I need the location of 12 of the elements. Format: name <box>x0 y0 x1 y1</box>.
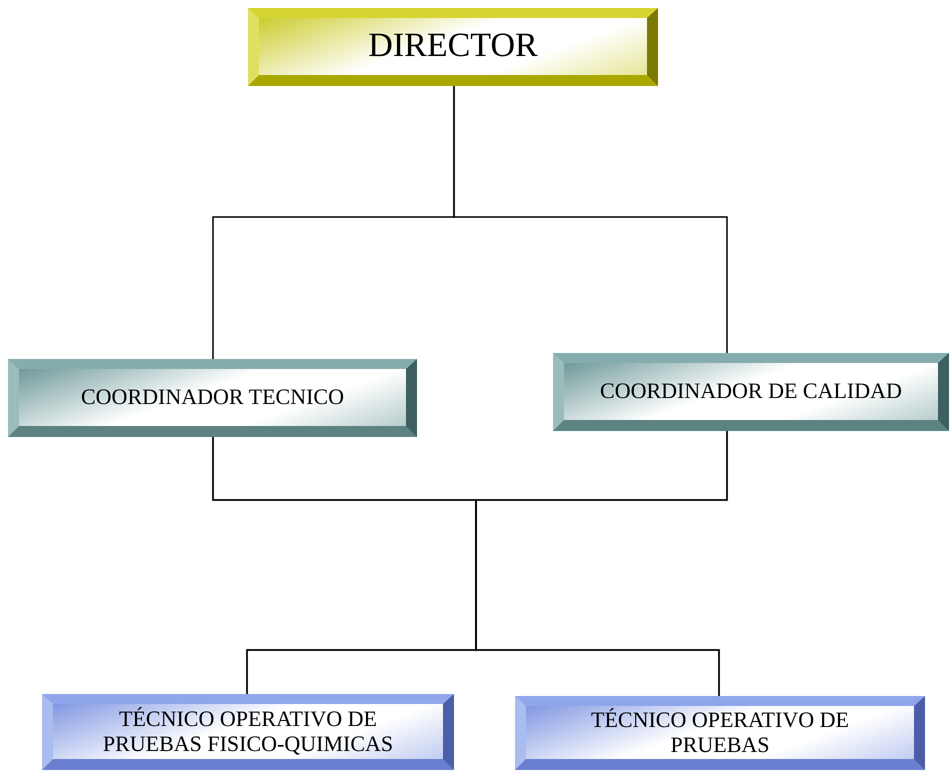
bevel-box <box>8 359 417 437</box>
bevel-box <box>42 694 454 770</box>
bevel-box <box>515 696 925 770</box>
box-label: COORDINADOR TECNICO <box>80 385 345 410</box>
bevel-box <box>248 8 658 86</box>
bevel-box <box>553 353 949 431</box>
box-label: TÉCNICO OPERATIVO DE PRUEBAS <box>590 708 850 758</box>
box-label: DIRECTOR <box>367 27 539 66</box>
box-label: TÉCNICO OPERATIVO DE PRUEBAS FISICO-QUIMICAS <box>102 706 394 756</box>
box-label: COORDINADOR DE CALIDAD <box>599 379 903 404</box>
connector-line <box>453 86 728 353</box>
connector-line <box>475 431 728 696</box>
